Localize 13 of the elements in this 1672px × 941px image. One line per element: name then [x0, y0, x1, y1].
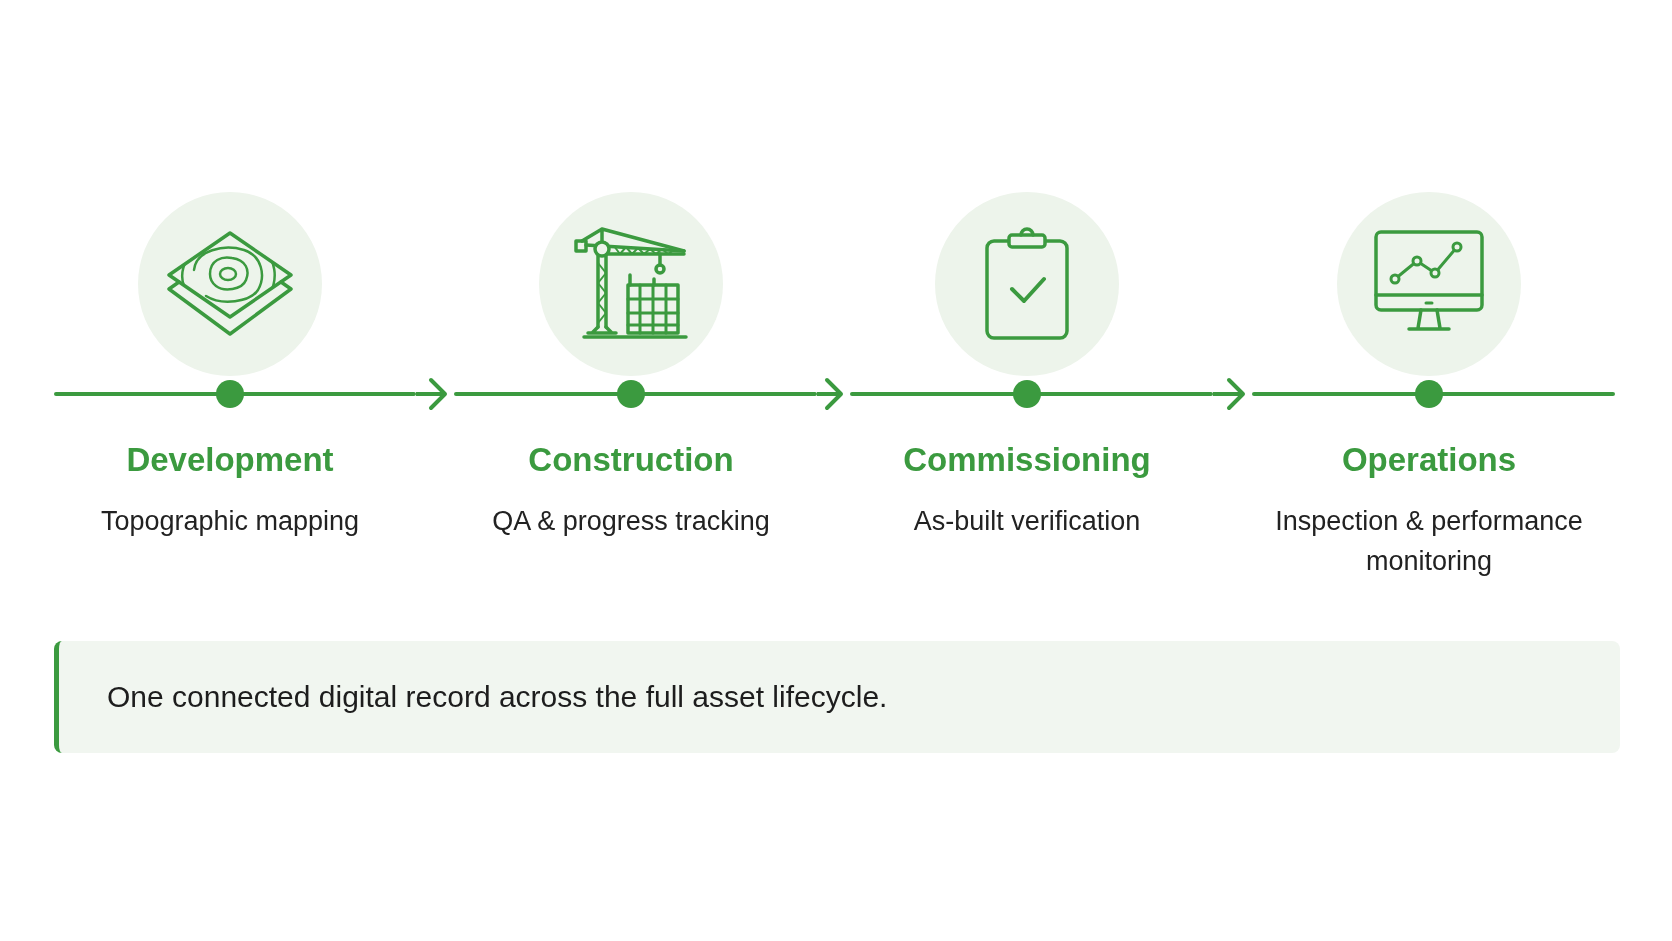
summary-banner	[54, 641, 1620, 753]
stage-description: Topographic mapping	[100, 505, 360, 538]
stage-description: QA & progress tracking	[492, 505, 770, 538]
summary-text: One connected digital record across the full asset lifecycle.	[107, 679, 888, 715]
arrow	[416, 378, 447, 410]
stage-title: Commissioning	[903, 440, 1151, 480]
stage-description: As-built verification	[913, 505, 1141, 538]
stage-title: Operations	[1341, 440, 1517, 480]
stage-description: Inspection & performance monitoring	[1274, 505, 1584, 578]
stage-title: Development	[126, 440, 334, 480]
stage-title: Construction	[528, 440, 734, 480]
arrow	[1213, 378, 1245, 410]
arrow	[817, 378, 843, 410]
